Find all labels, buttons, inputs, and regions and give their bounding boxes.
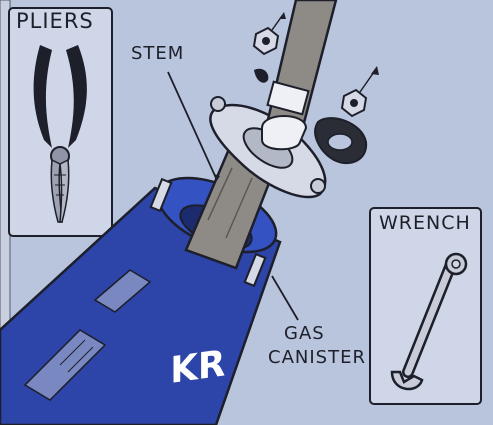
pliers-panel — [9, 8, 112, 236]
stem-leader-line — [168, 72, 216, 178]
gas-canister-leader-line — [272, 276, 298, 320]
gas-canister-label-line2: CANISTER — [268, 349, 366, 367]
pliers-title: PLIERS — [16, 11, 94, 32]
washer — [254, 69, 268, 83]
canister-brand-text: KR — [170, 346, 225, 390]
gas-canister-label-line1: GAS — [284, 325, 325, 343]
nut-left — [254, 12, 286, 54]
gasket — [315, 118, 366, 163]
wrench-panel-frame — [370, 208, 481, 404]
wrench-title: WRENCH — [379, 214, 471, 233]
stem-label: STEM — [131, 45, 184, 63]
wrench-panel — [370, 208, 481, 404]
nut-right — [342, 66, 379, 116]
